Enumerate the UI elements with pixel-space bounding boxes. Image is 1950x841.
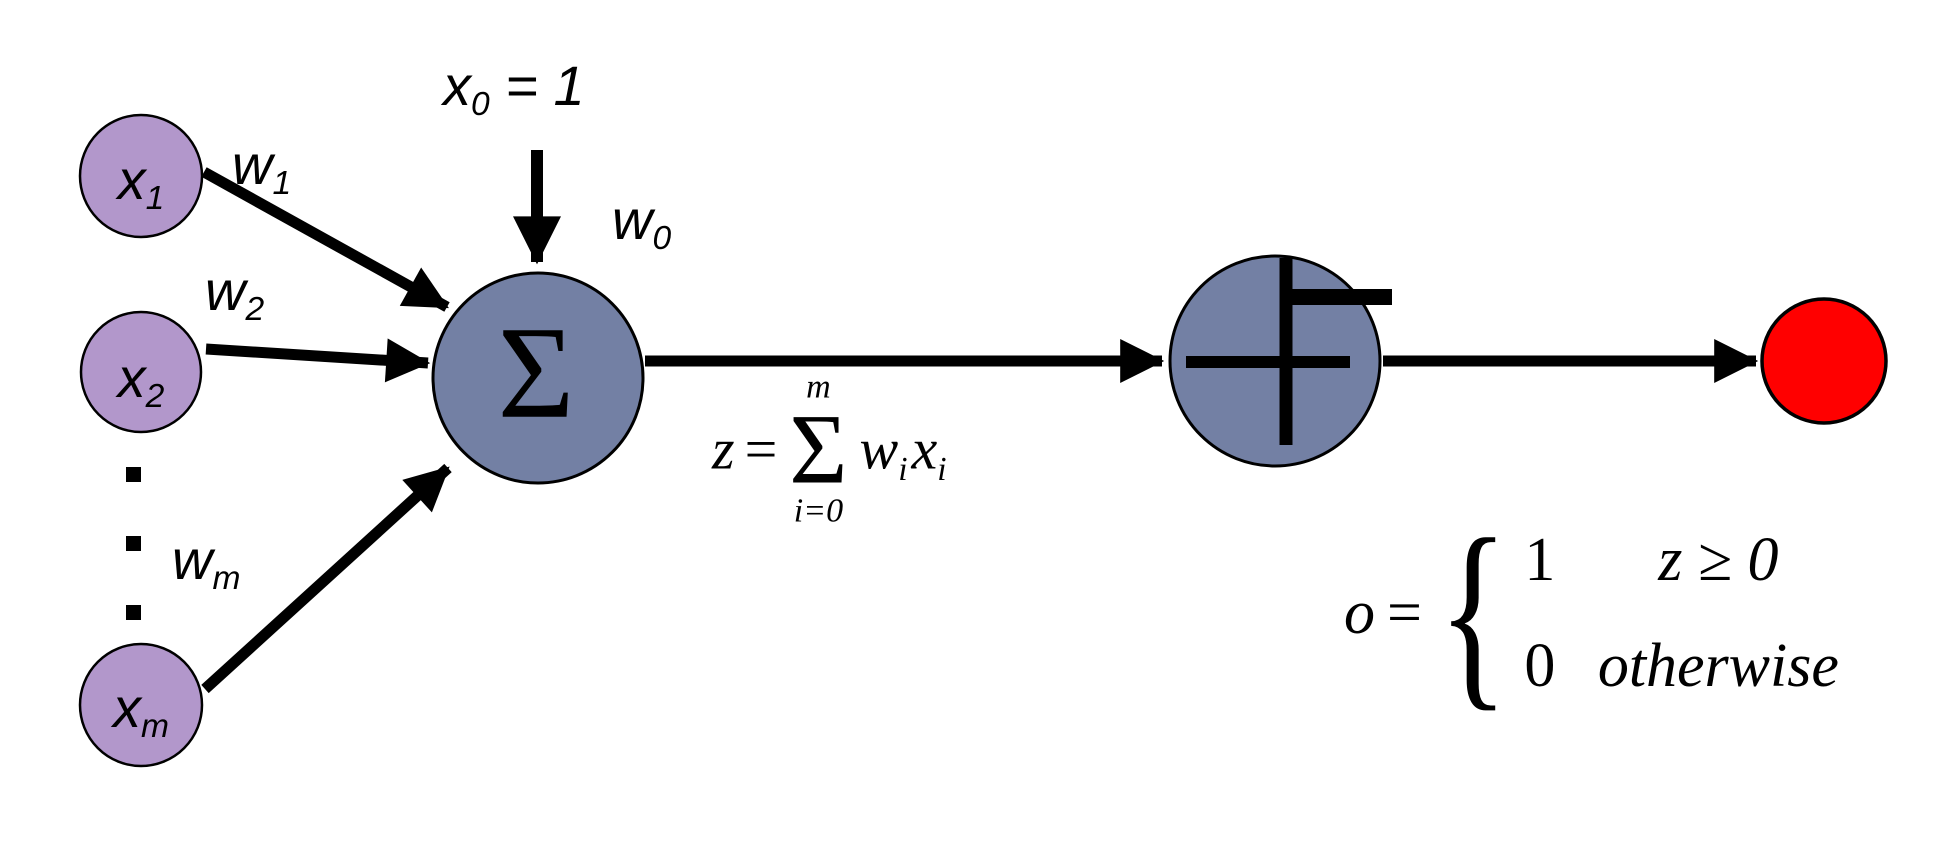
sum-term-w-sub: i bbox=[898, 451, 908, 489]
sum-formula-sigma-stack: m Σ i=0 bbox=[789, 369, 847, 528]
bias-label-sub: 0 bbox=[471, 86, 490, 124]
bias-label-value: = 1 bbox=[489, 54, 585, 117]
output-node bbox=[1760, 297, 1888, 425]
weight-label-w1-main: w bbox=[232, 133, 273, 196]
sum-formula-lhs: z bbox=[712, 416, 735, 482]
weight-label-wm-main: w bbox=[172, 528, 213, 591]
output-formula-equals: = bbox=[1387, 578, 1422, 647]
sum-formula-term-w: wi bbox=[859, 416, 908, 487]
input-label-xm: xm bbox=[113, 680, 169, 744]
input-label-xm-sub: m bbox=[141, 708, 169, 746]
sum-term-x-main: x bbox=[911, 416, 938, 482]
sum-formula-equals: = bbox=[744, 416, 778, 482]
weight-arrow-wm bbox=[201, 463, 452, 694]
ellipsis-dot bbox=[126, 536, 141, 551]
sum-formula: z = m Σ i=0 wi xi bbox=[712, 369, 947, 528]
input-label-x1: x1 bbox=[118, 152, 165, 216]
input-label-xm-main: x bbox=[113, 676, 142, 739]
cases-brace: { bbox=[1437, 496, 1509, 728]
sum-term-w-main: w bbox=[859, 416, 899, 482]
bias-label-main: x bbox=[443, 54, 471, 117]
sum-term-x-sub: i bbox=[937, 451, 947, 489]
case2-condition: otherwise bbox=[1597, 631, 1839, 700]
weight-label-w1-sub: 1 bbox=[272, 165, 292, 203]
output-formula: o = { 1 z ≥ 0 0 otherwise bbox=[1344, 507, 1862, 719]
output-formula-cases: 1 z ≥ 0 0 otherwise bbox=[1524, 507, 1862, 719]
weight-arrow-w1 bbox=[201, 167, 450, 312]
sum-formula-term-x: xi bbox=[911, 416, 947, 487]
weight-label-w2-main: w bbox=[205, 259, 246, 322]
sum-lower-limit: i=0 bbox=[793, 492, 844, 529]
input-label-x2-sub: 2 bbox=[145, 378, 165, 416]
weight-label-w1: w1 bbox=[232, 137, 291, 201]
sum-upper-limit: m bbox=[806, 368, 831, 406]
ellipsis-dot bbox=[126, 605, 141, 620]
input-node-x2 bbox=[79, 310, 203, 434]
input-node-xm bbox=[78, 642, 204, 768]
summation-node bbox=[431, 271, 645, 485]
ellipsis-dot bbox=[126, 467, 141, 482]
weight-label-w2: w2 bbox=[205, 263, 264, 327]
weight-label-wm: wm bbox=[172, 532, 240, 596]
weight-label-w0: w0 bbox=[612, 192, 671, 256]
input-label-x1-main: x bbox=[117, 148, 146, 211]
weight-label-w2-sub: 2 bbox=[245, 291, 265, 329]
weight-label-wm-sub: m bbox=[212, 560, 241, 598]
input-node-x1 bbox=[78, 113, 204, 239]
input-label-x2-main: x bbox=[117, 346, 146, 409]
output-formula-lhs: o bbox=[1344, 578, 1375, 647]
sigma-symbol: Σ bbox=[497, 298, 575, 446]
case-row-2: 0 otherwise bbox=[1524, 613, 1862, 719]
sum-sigma-symbol: Σ bbox=[789, 393, 848, 504]
input-label-x2: x2 bbox=[118, 350, 165, 414]
weight-label-w0-main: w bbox=[612, 188, 653, 251]
bias-label: x0 = 1 bbox=[443, 58, 585, 122]
weight-arrow-w2 bbox=[205, 338, 431, 383]
case2-value: 0 bbox=[1524, 631, 1556, 700]
case1-condition: z ≥ 0 bbox=[1658, 525, 1779, 594]
case1-value: 1 bbox=[1524, 525, 1556, 594]
weight-label-w0-sub: 0 bbox=[652, 220, 672, 258]
input-label-x1-sub: 1 bbox=[145, 180, 165, 218]
case-row-1: 1 z ≥ 0 bbox=[1524, 507, 1862, 613]
